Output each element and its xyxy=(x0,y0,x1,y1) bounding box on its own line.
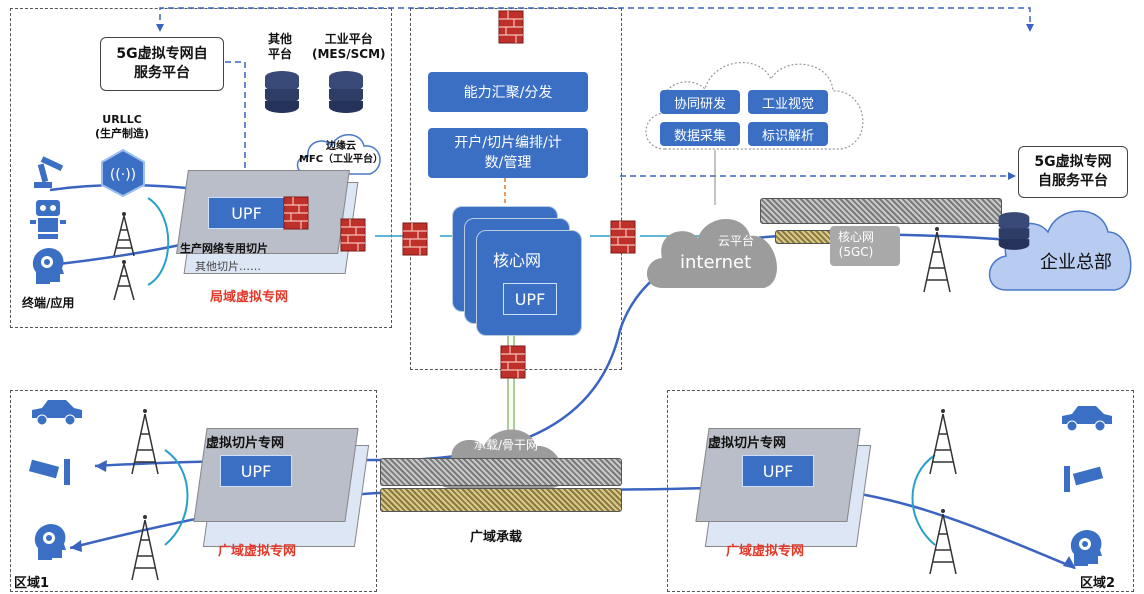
firewall-icon xyxy=(610,220,636,254)
robot-icon xyxy=(30,200,66,239)
head-gear-icon xyxy=(1070,530,1102,566)
service-id-resolution[interactable]: 标识解析 xyxy=(748,122,828,146)
enterprise-hq-label: 企业总部 xyxy=(1040,252,1112,273)
car-icon xyxy=(1062,406,1112,432)
wide-private-net-r2-label: 广域虚拟专网 xyxy=(726,544,805,559)
wide-private-net-r1-label: 广域虚拟专网 xyxy=(218,544,297,559)
core-net-block: 核心网 UPF xyxy=(476,230,582,336)
private-net-platform-box[interactable]: 5G虚拟专网自服务平台 xyxy=(100,37,224,91)
firewall-icon xyxy=(283,196,309,230)
core-5gc-label: 核心网 (5GC) xyxy=(838,230,875,259)
firewall-icon xyxy=(498,10,524,44)
service-collab-rd[interactable]: 协同研发 xyxy=(660,90,740,114)
cell-tower-icon xyxy=(113,212,135,257)
camera-icon xyxy=(28,459,70,485)
internet-label: internet xyxy=(680,252,752,273)
head-gear-icon xyxy=(34,524,66,560)
virtual-slice-r1-label: 虚拟切片专网 xyxy=(206,436,285,451)
cell-tower-icon xyxy=(929,409,957,475)
internet-cloud-icon xyxy=(647,218,777,288)
edge-cloud-icon xyxy=(296,134,381,175)
hq-platform-label: 5G虚拟专网 自服务平台 xyxy=(1034,154,1112,189)
region1-frame xyxy=(10,390,377,592)
region2-label: 区域2 xyxy=(1080,576,1116,591)
bearer-backbone-label: 承载/骨干网 xyxy=(474,438,539,452)
core-5gc-box xyxy=(830,226,900,266)
orchestration-button[interactable]: 开户/切片编排/计 数/管理 xyxy=(428,128,588,178)
firewall-icon xyxy=(500,345,526,379)
capability-button[interactable]: 能力汇聚/分发 xyxy=(428,72,588,112)
urllc-hexagon-icon: ((·)) xyxy=(101,148,145,198)
cell-tower-icon xyxy=(923,227,951,293)
slice-production-label: 生产网络专用切片 xyxy=(180,242,268,255)
database-icon xyxy=(265,71,299,113)
bearer-band-top xyxy=(380,458,622,486)
cell-tower-icon xyxy=(929,509,957,575)
service-data-collection[interactable]: 数据采集 xyxy=(660,122,740,146)
cell-tower-icon xyxy=(131,515,159,581)
slice-other-label: 其他切片…… xyxy=(195,260,261,273)
local-private-net-label: 局域虚拟专网 xyxy=(210,290,289,305)
urllc-label: URLLC (生产制造) xyxy=(95,113,150,140)
core-net-label: 核心网 xyxy=(493,251,542,270)
database-icon xyxy=(998,212,1030,250)
firewall-icon xyxy=(340,218,366,252)
svg-text:((·)): ((·)) xyxy=(110,167,136,183)
virtual-slice-r2-label: 虚拟切片专网 xyxy=(708,436,787,451)
robot-arm-icon xyxy=(34,156,64,188)
region2-frame xyxy=(667,390,1134,592)
edge-cloud-label: 边缘云 MFC（工业平台） xyxy=(298,141,384,165)
camera-icon xyxy=(1064,466,1104,492)
upf-region2: UPF xyxy=(742,455,814,487)
cloud-platform-label: 云平台 xyxy=(718,234,755,248)
upf-local: UPF xyxy=(208,197,285,229)
upf-region1: UPF xyxy=(220,455,292,487)
service-industrial-vision[interactable]: 工业视觉 xyxy=(748,90,828,114)
terminal-app-label: 终端/应用 xyxy=(22,296,75,310)
head-gear-icon xyxy=(32,248,64,284)
region1-label: 区域1 xyxy=(14,576,50,591)
database-icon xyxy=(329,71,363,113)
backbone-5gc-band-top xyxy=(760,198,1002,224)
private-net-platform-label: 5G虚拟专网自服务平台 xyxy=(116,46,208,81)
upf-core: UPF xyxy=(503,283,557,315)
industrial-platform-label: 工业平台 (MES/SCM) xyxy=(312,32,386,61)
other-platform-label: 其他 平台 xyxy=(268,32,293,61)
firewall-icon xyxy=(402,222,428,256)
cell-tower-icon xyxy=(113,260,135,301)
bearer-band-bottom xyxy=(380,488,622,512)
cell-tower-icon xyxy=(131,409,159,475)
car-icon xyxy=(32,400,82,426)
hq-platform-box[interactable]: 5G虚拟专网 自服务平台 xyxy=(1018,146,1128,198)
wide-bearer-label: 广域承载 xyxy=(470,530,523,545)
